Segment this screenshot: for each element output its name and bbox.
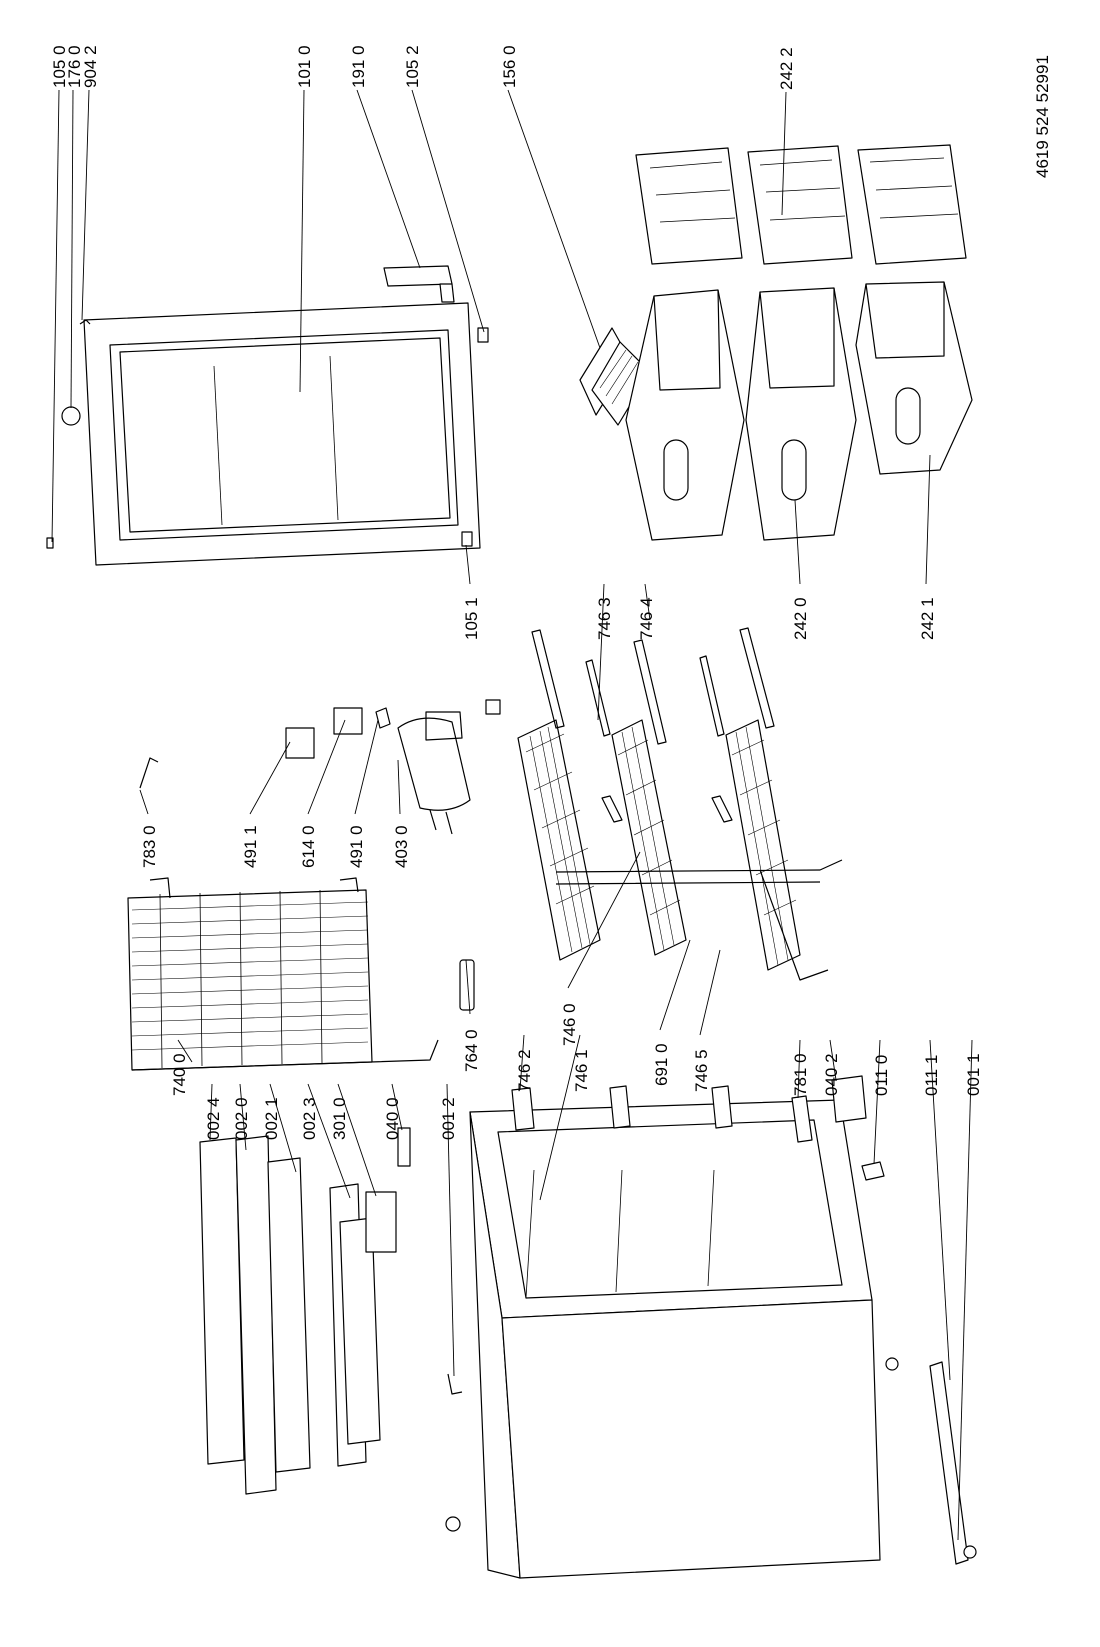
part-label: 491 1 xyxy=(241,825,260,868)
front-door-part xyxy=(199,1135,381,1495)
part-label: 746 2 xyxy=(515,1049,534,1092)
part-label: 746 1 xyxy=(572,1049,591,1092)
part-label: 001 1 xyxy=(964,1053,983,1096)
part-label: 614 0 xyxy=(299,825,318,868)
part-label: 403 0 xyxy=(392,825,411,868)
part-label: 105 2 xyxy=(403,45,422,88)
part-label: 242 1 xyxy=(918,597,937,640)
part-label: 746 0 xyxy=(560,1003,579,1046)
drawer-front-part xyxy=(635,144,967,265)
part-label: 242 2 xyxy=(777,47,796,90)
part-label: 002 0 xyxy=(232,1097,251,1140)
part-label: 301 0 xyxy=(330,1097,349,1140)
leader-lines xyxy=(51,89,973,1541)
part-label: 176 0 xyxy=(65,45,84,88)
fan-part xyxy=(579,327,651,426)
wire-shelf-part xyxy=(517,719,801,971)
part-label: 191 0 xyxy=(349,45,368,88)
part-label: 783 0 xyxy=(140,825,159,868)
part-label: 002 3 xyxy=(300,1097,319,1140)
cabinet-part xyxy=(469,1099,881,1579)
hinge-part xyxy=(461,531,473,547)
document-number: 4619 524 52991 xyxy=(1033,55,1052,178)
drawer-part xyxy=(625,281,973,541)
door-part xyxy=(46,302,481,566)
part-label: 781 0 xyxy=(791,1053,810,1096)
part-labels: 105 0 176 0 904 2 101 0 191 0 105 2 156 … xyxy=(50,45,983,1140)
part-label: 101 0 xyxy=(295,45,314,88)
part-label: 040 0 xyxy=(383,1097,402,1140)
part-label: 040 2 xyxy=(822,1053,841,1096)
part-label: 691 0 xyxy=(652,1043,671,1086)
part-label: 002 1 xyxy=(262,1097,281,1140)
part-label: 746 5 xyxy=(692,1049,711,1092)
part-label: 011 1 xyxy=(922,1055,941,1096)
part-label: 105 0 xyxy=(50,45,69,88)
part-label: 001 2 xyxy=(439,1097,458,1140)
part-label: 002 4 xyxy=(204,1097,223,1140)
drain-tube-part xyxy=(459,959,475,1011)
part-label: 011 0 xyxy=(872,1055,891,1096)
condenser-part xyxy=(127,877,439,1071)
thermostat-part xyxy=(365,1127,463,1395)
part-label: 746 4 xyxy=(637,597,656,640)
part-label: 746 3 xyxy=(595,597,614,640)
part-label: 764 0 xyxy=(462,1029,481,1072)
compressor-part xyxy=(285,699,501,835)
part-label: 904 2 xyxy=(81,45,100,88)
part-label: 242 0 xyxy=(791,597,810,640)
wire-loop-part xyxy=(555,859,843,981)
pipe-part xyxy=(139,757,159,789)
part-label: 491 0 xyxy=(347,825,366,868)
handle-part xyxy=(383,265,455,303)
part-label: 156 0 xyxy=(500,45,519,88)
bracket-part xyxy=(445,1075,977,1565)
part-label: 740 0 xyxy=(170,1053,189,1096)
part-label: 105 1 xyxy=(462,597,481,640)
